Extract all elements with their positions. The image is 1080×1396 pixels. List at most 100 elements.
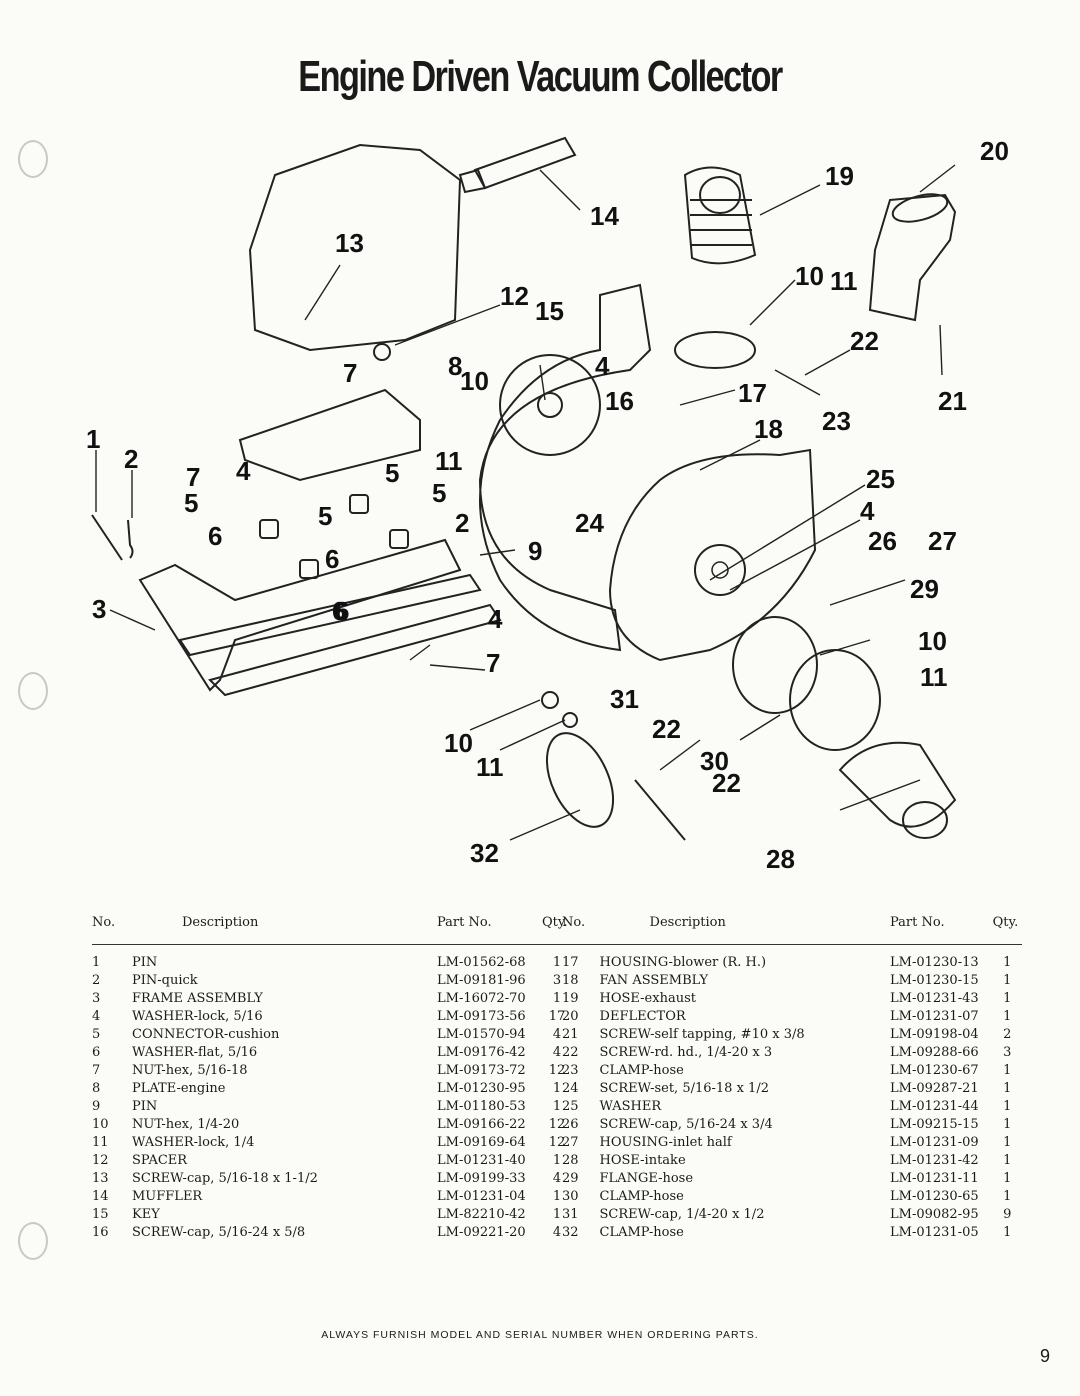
part-description: SCREW-cap, 5/16-24 x 3/4 — [599, 1116, 773, 1132]
part-number-index: 16 — [92, 1224, 109, 1240]
part-quantity: 1 — [1003, 1224, 1012, 1240]
part-description: CLAMP-hose — [599, 1188, 684, 1204]
callout-label: 12 — [500, 281, 529, 311]
callout-label: 27 — [928, 526, 957, 556]
callout-label: 23 — [822, 406, 851, 436]
part-number: LM-09166-22 — [437, 1116, 526, 1132]
part-quantity: 4 — [552, 1044, 562, 1060]
leader-lines — [95, 164, 956, 841]
part-description: WASHER-lock, 1/4 — [132, 1134, 255, 1150]
callout-label: 6 — [332, 596, 346, 626]
callout-label: 11 — [920, 662, 948, 692]
part-description: SCREW-cap, 1/4-20 x 1/2 — [599, 1206, 765, 1222]
column-header-part-no: Part No. — [890, 915, 993, 945]
part-number: LM-01180-53 — [437, 1098, 526, 1114]
part-number-index: 27 — [562, 1134, 579, 1150]
part-number-index: 6 — [92, 1044, 101, 1060]
callout-label: 2 — [455, 508, 469, 538]
column-header-part-no: Part No. — [437, 915, 542, 945]
part-quantity: 4 — [552, 1026, 562, 1042]
callout-label: 22 — [850, 326, 879, 356]
part-number: LM-09288-66 — [890, 1044, 979, 1060]
callout-label: 17 — [738, 378, 767, 408]
part-number-index: 11 — [92, 1134, 109, 1150]
part-description: FAN ASSEMBLY — [599, 972, 709, 988]
part-number-index: 22 — [562, 1044, 579, 1060]
part-number: LM-01562-68 — [437, 954, 526, 970]
cushion-connector — [259, 519, 279, 539]
callout-label: 21 — [938, 386, 967, 416]
part-number: LM-01230-15 — [890, 972, 979, 988]
callout-label: 4 — [236, 456, 251, 486]
callout-label: 30 — [700, 746, 729, 776]
pin-1 — [91, 514, 123, 561]
hose-clamp-23 — [674, 331, 756, 369]
column-header-qty: Qty. — [992, 915, 1022, 945]
intake-hose-part — [838, 741, 957, 839]
part-number: LM-09215-15 — [890, 1116, 979, 1132]
callout-label: 11 — [830, 266, 858, 296]
part-number: LM-09198-04 — [890, 1026, 979, 1042]
part-description: CONNECTOR-cushion — [132, 1026, 280, 1042]
callout-label: 10 — [444, 728, 473, 758]
part-number: LM-09169-64 — [437, 1134, 526, 1150]
part-number-index: 9 — [92, 1098, 101, 1114]
part-quantity: 3 — [1003, 1044, 1012, 1060]
callout-label: 10 — [918, 626, 947, 656]
spacer-12 — [373, 343, 391, 361]
part-number: LM-09082-95 — [890, 1206, 979, 1222]
part-number: LM-82210-42 — [437, 1206, 526, 1222]
part-number: LM-01230-67 — [890, 1062, 979, 1078]
cushion-connector — [299, 559, 319, 579]
part-quantity: 1 — [552, 1152, 562, 1168]
part-quantity: 1 — [1003, 1152, 1012, 1168]
part-quantity: 3 — [552, 972, 562, 988]
part-number-index: 4 — [92, 1008, 101, 1024]
ordering-note: ALWAYS FURNISH MODEL AND SERIAL NUMBER W… — [321, 1329, 759, 1341]
part-quantity: 1 — [1003, 1116, 1012, 1132]
engine-outline — [248, 143, 462, 352]
callout-label: 28 — [766, 844, 795, 874]
inlet-housing-part — [608, 448, 817, 662]
column-header-no: No. — [92, 915, 132, 945]
callout-label: 19 — [825, 161, 854, 191]
callout-label: 5 — [385, 458, 399, 488]
part-number-index: 15 — [92, 1206, 109, 1222]
part-description: PIN — [132, 954, 158, 970]
part-description: KEY — [132, 1206, 160, 1222]
cushion-connector — [389, 529, 409, 549]
part-description: SCREW-self tapping, #10 x 3/8 — [599, 1026, 805, 1042]
punch-hole — [18, 672, 48, 710]
part-number: LM-09176-42 — [437, 1044, 526, 1060]
callout-label: 10 — [795, 261, 824, 291]
part-quantity: 1 — [1003, 1080, 1012, 1096]
part-number: LM-01231-07 — [890, 1008, 979, 1024]
part-quantity: 1 — [1003, 1188, 1012, 1204]
part-description: WASHER-lock, 5/16 — [132, 1008, 263, 1024]
callout-label: 5 — [318, 501, 332, 531]
part-number-index: 30 — [562, 1188, 579, 1204]
part-number-index: 17 — [562, 954, 579, 970]
callout-label: 2 — [124, 444, 138, 474]
part-number-index: 19 — [562, 990, 579, 1006]
callout-label: 11 — [435, 446, 463, 476]
part-number: LM-09287-21 — [890, 1080, 979, 1096]
callout-label: 31 — [610, 684, 639, 714]
part-number-index: 31 — [562, 1206, 579, 1222]
